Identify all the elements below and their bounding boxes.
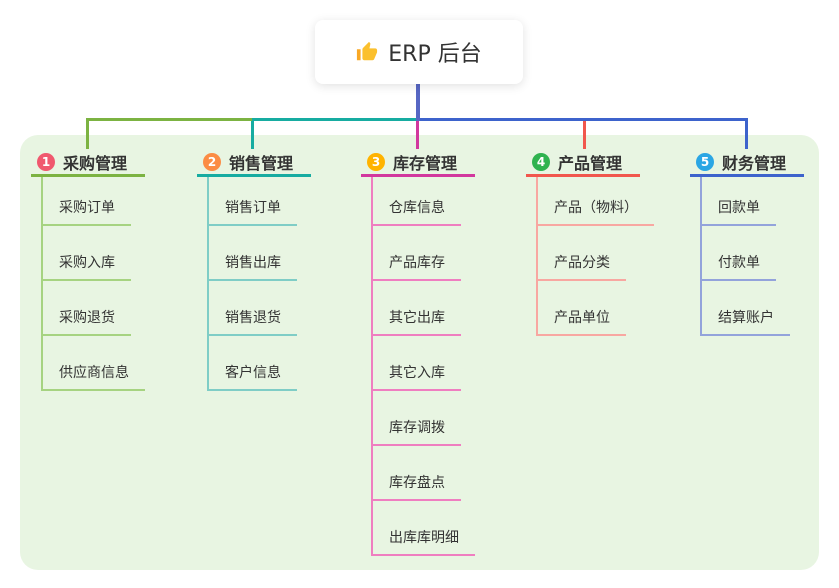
node-sales-order[interactable]: 销售订单: [209, 177, 297, 226]
node-label: 采购退货: [43, 307, 131, 336]
connector-drop-product: [583, 121, 586, 149]
connector-drop-purchase: [86, 118, 89, 149]
branch-inventory: 3 库存管理 仓库信息 产品库存 其它出库 其它入库 库存调拨 库存盘点 出库库…: [361, 149, 475, 556]
node-stock-taking[interactable]: 库存盘点: [373, 446, 475, 501]
connector-horizontal-sales: [252, 118, 419, 121]
node-receipt-order[interactable]: 回款单: [702, 177, 790, 226]
branch-product-label: 产品管理: [558, 153, 623, 173]
node-label: 产品分类: [538, 252, 626, 281]
node-supplier-info[interactable]: 供应商信息: [43, 336, 145, 391]
node-label: 采购入库: [43, 252, 131, 281]
node-label: 付款单: [702, 252, 776, 281]
branch-finance-title[interactable]: 5 财务管理: [690, 149, 804, 177]
node-purchase-return[interactable]: 采购退货: [43, 281, 145, 336]
connector-drop-sales: [251, 118, 254, 149]
root-connector-stem: [416, 84, 420, 121]
branch-finance-badge: 5: [696, 152, 714, 171]
branch-product-children: 产品（物料） 产品分类 产品单位: [536, 177, 654, 336]
branch-purchase-title[interactable]: 1 采购管理: [31, 149, 145, 177]
node-product-stock[interactable]: 产品库存: [373, 226, 475, 281]
branch-purchase-badge: 1: [37, 152, 55, 171]
root-node-label: ERP 后台: [388, 42, 482, 67]
node-product-unit[interactable]: 产品单位: [538, 281, 654, 336]
node-purchase-inbound[interactable]: 采购入库: [43, 226, 145, 281]
branch-inventory-label: 库存管理: [393, 153, 458, 173]
node-settlement-account[interactable]: 结算账户: [702, 281, 790, 336]
connector-drop-finance: [745, 118, 748, 149]
node-sales-outbound[interactable]: 销售出库: [209, 226, 297, 281]
node-product-material[interactable]: 产品（物料）: [538, 177, 654, 226]
branch-inventory-title[interactable]: 3 库存管理: [361, 149, 475, 177]
branch-sales: 2 销售管理 销售订单 销售出库 销售退货 客户信息: [197, 149, 311, 391]
branch-sales-badge: 2: [203, 152, 221, 171]
node-label: 供应商信息: [43, 362, 145, 391]
branch-purchase: 1 采购管理 采购订单 采购入库 采购退货 供应商信息: [31, 149, 145, 391]
node-label: 出库库明细: [373, 527, 475, 556]
branch-sales-title[interactable]: 2 销售管理: [197, 149, 311, 177]
node-label: 销售出库: [209, 252, 297, 281]
node-label: 产品单位: [538, 307, 626, 336]
branch-inventory-badge: 3: [367, 152, 385, 171]
branch-inventory-children: 仓库信息 产品库存 其它出库 其它入库 库存调拨 库存盘点 出库库明细: [371, 177, 475, 556]
node-label: 客户信息: [209, 362, 297, 391]
node-label: 产品库存: [373, 252, 461, 281]
node-other-inbound[interactable]: 其它入库: [373, 336, 475, 391]
node-warehouse-info[interactable]: 仓库信息: [373, 177, 475, 226]
node-customer-info[interactable]: 客户信息: [209, 336, 297, 391]
node-outbound-detail[interactable]: 出库库明细: [373, 501, 475, 556]
branch-product-title[interactable]: 4 产品管理: [526, 149, 640, 177]
node-label: 销售退货: [209, 307, 297, 336]
node-label: 其它入库: [373, 362, 461, 391]
connector-drop-inventory: [416, 121, 419, 149]
node-stock-transfer[interactable]: 库存调拨: [373, 391, 475, 446]
connector-horizontal-finance: [417, 118, 748, 121]
branch-finance-label: 财务管理: [722, 153, 787, 173]
root-node-erp[interactable]: ERP 后台: [315, 20, 523, 84]
node-purchase-order[interactable]: 采购订单: [43, 177, 145, 226]
branches-background-panel: [20, 135, 819, 570]
node-other-outbound[interactable]: 其它出库: [373, 281, 475, 336]
branch-finance: 5 财务管理 回款单 付款单 结算账户: [690, 149, 804, 336]
branch-product-badge: 4: [532, 152, 550, 171]
node-label: 销售订单: [209, 197, 297, 226]
branch-finance-children: 回款单 付款单 结算账户: [700, 177, 790, 336]
node-label: 其它出库: [373, 307, 461, 336]
branch-sales-label: 销售管理: [229, 153, 294, 173]
node-label: 库存盘点: [373, 472, 461, 501]
node-label: 产品（物料）: [538, 197, 654, 226]
node-label: 回款单: [702, 197, 776, 226]
branch-purchase-children: 采购订单 采购入库 采购退货 供应商信息: [41, 177, 145, 391]
node-label: 结算账户: [702, 307, 790, 336]
node-sales-return[interactable]: 销售退货: [209, 281, 297, 336]
node-label: 仓库信息: [373, 197, 461, 226]
node-label: 库存调拨: [373, 417, 461, 446]
branch-product: 4 产品管理 产品（物料） 产品分类 产品单位: [526, 149, 654, 336]
branch-sales-children: 销售订单 销售出库 销售退货 客户信息: [207, 177, 297, 391]
thumbs-up-icon: [356, 41, 378, 63]
node-payment-order[interactable]: 付款单: [702, 226, 790, 281]
node-label: 采购订单: [43, 197, 131, 226]
branch-purchase-label: 采购管理: [63, 153, 128, 173]
node-product-category[interactable]: 产品分类: [538, 226, 654, 281]
